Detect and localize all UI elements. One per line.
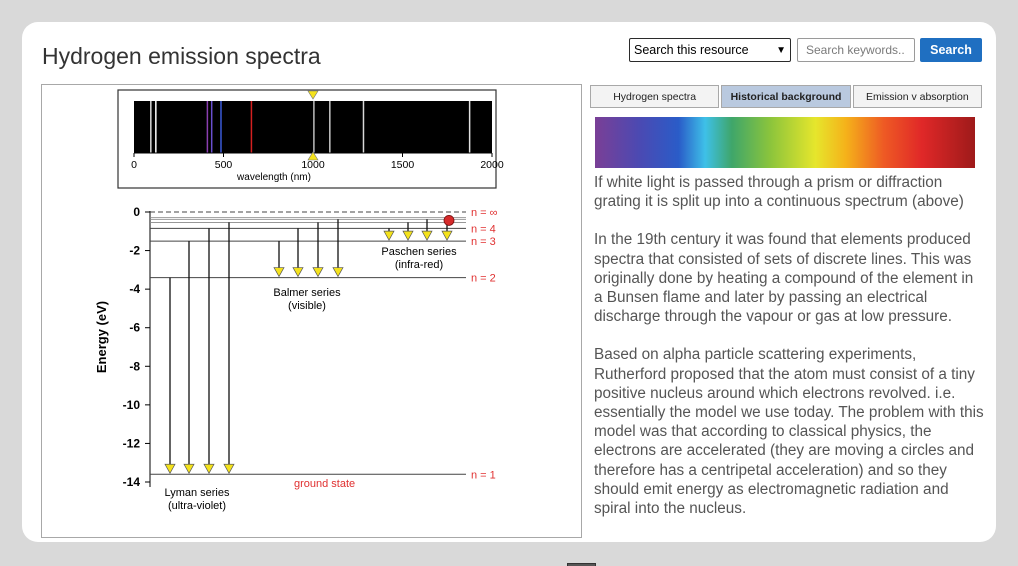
search-scope-select[interactable]: Search this resource ▼ (629, 38, 791, 62)
arrow-head-icon (312, 267, 324, 278)
energy-axis-label: Energy (eV) (94, 301, 109, 373)
tab-bar: Hydrogen spectra Historical background E… (590, 85, 982, 108)
ground-state-label: ground state (294, 478, 355, 490)
arrow-head-icon (383, 230, 395, 241)
spectrum-tick-label: 2000 (480, 159, 504, 171)
arrow-head-icon (332, 267, 344, 278)
page-title: Hydrogen emission spectra (42, 43, 321, 69)
energy-tick-label: 0 (133, 205, 140, 219)
spectrum-marker-bottom-icon[interactable] (307, 151, 319, 161)
search-button[interactable]: Search (920, 38, 982, 62)
arrow-head-icon (402, 230, 414, 241)
energy-tick-label: -6 (129, 321, 140, 335)
arrow-head-icon (292, 267, 304, 278)
paragraph: In the 19th century it was found that el… (594, 231, 974, 326)
energy-tick-label: -4 (129, 282, 140, 296)
balmer-series-label: Balmer series (273, 287, 341, 299)
paragraph: Based on alpha particle scattering exper… (594, 346, 984, 518)
tab-emission-v-absorption[interactable]: Emission v absorption (852, 85, 982, 108)
article-text: If white light is passed through a prism… (594, 173, 986, 537)
spectrum-strip (134, 101, 492, 153)
paschen-series-label: Paschen series (381, 246, 457, 258)
energy-tick-label: -14 (123, 475, 141, 489)
energy-level-label: n = 4 (471, 223, 496, 235)
search-scope-value: Search this resource (634, 43, 749, 57)
spectrum-tick-label: 500 (215, 159, 233, 171)
arrow-head-icon (441, 230, 453, 241)
energy-tick-label: -12 (123, 436, 141, 450)
spectrum-tick-label: 1000 (301, 159, 325, 171)
spectrum-marker-top-icon[interactable] (307, 90, 319, 100)
search-input[interactable]: Search keywords.. (797, 38, 915, 62)
paschen-series-sublabel: (infra-red) (395, 259, 443, 271)
spectrum-tick-label: 0 (131, 159, 137, 171)
simulation-svg: 0 500 1000 1500 2000 wavelength (nm) 0 -2 -4 -6… (94, 89, 504, 512)
arrow-head-icon (223, 463, 235, 475)
lyman-series-sublabel: (ultra-violet) (168, 500, 226, 512)
energy-level-label: n = 1 (471, 469, 496, 481)
energy-level-label: n = 3 (471, 236, 496, 248)
chevron-down-icon: ▼ (776, 44, 786, 56)
electron-marker[interactable] (443, 215, 455, 226)
balmer-series-sublabel: (visible) (288, 300, 326, 312)
energy-tick-label: -2 (129, 244, 140, 258)
content-card: Hydrogen emission spectra Search this re… (22, 22, 996, 566)
arrow-head-icon (183, 463, 195, 475)
arrow-head-icon (273, 267, 285, 278)
energy-tick-label: -10 (123, 398, 141, 412)
simulation-panel: 0 500 1000 1500 2000 wavelength (nm) 0 -2 -4 -6… (41, 84, 596, 566)
spectrum-tick-label: 1500 (391, 159, 415, 171)
energy-level-label: n = ∞ (471, 207, 498, 219)
tab-historical-background[interactable]: Historical background (721, 85, 851, 108)
tab-hydrogen-spectra[interactable]: Hydrogen spectra (590, 85, 720, 108)
energy-tick-label: -8 (129, 359, 140, 373)
continuous-spectrum-image (595, 117, 975, 168)
spectrum-axis-label: wavelength (nm) (236, 172, 311, 183)
fullscreen-button[interactable] (567, 563, 596, 566)
lyman-series-label: Lyman series (164, 487, 230, 499)
arrow-head-icon (421, 230, 433, 241)
arrow-head-icon (164, 463, 176, 475)
energy-level-label: n = 2 (471, 273, 496, 285)
arrow-head-icon (203, 463, 215, 475)
paragraph: If white light is passed through a prism… (594, 174, 964, 211)
